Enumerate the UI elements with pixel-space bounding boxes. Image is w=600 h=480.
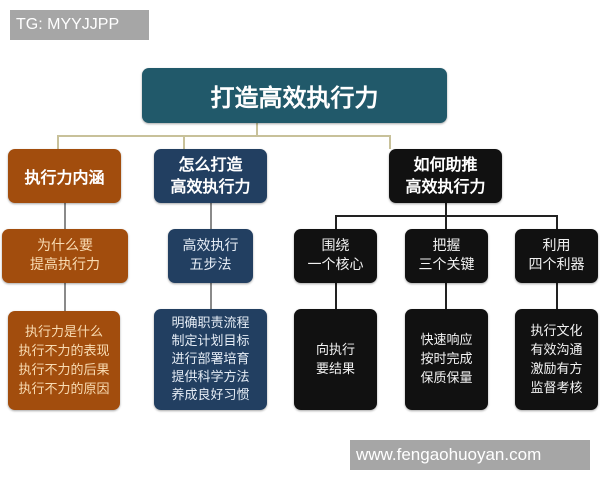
connector-b3-down	[445, 203, 447, 216]
connector-root-down	[256, 123, 258, 136]
branch-2-title-line: 高效执行力	[170, 177, 251, 196]
connector-b3-c1	[335, 215, 337, 229]
branch-1-leaf-line: 执行不力的原因	[18, 381, 110, 397]
connector-b3-c3	[556, 215, 558, 229]
branch-1-sub-box: 为什么要 提高执行力	[2, 229, 128, 283]
watermark-top: TG: MYYJJPP	[10, 10, 149, 40]
root-title: 打造高效执行力	[210, 84, 379, 112]
connector-b2-l2	[210, 203, 212, 229]
branch-2-leaf-line: 进行部署培育	[171, 351, 250, 367]
branch-1-leaf-line: 执行不力的后果	[18, 362, 110, 378]
branch-3-child-1-leaf-box: 向执行 要结果	[294, 309, 377, 410]
b3c1-sub-line: 一个核心	[307, 257, 364, 273]
b3c1-leaf-line: 向执行	[315, 342, 355, 358]
branch-1-sub-line: 为什么要	[37, 238, 93, 254]
connector-branch3-drop	[389, 135, 391, 149]
b3c3-sub-line: 利用	[542, 238, 571, 254]
b3c3-sub-line: 四个利器	[528, 257, 585, 273]
branch-1-leaf-box: 执行力是什么 执行不力的表现 执行不力的后果 执行不力的原因	[8, 311, 120, 410]
b3c1-sub-line: 围绕	[321, 238, 350, 254]
branch-3-child-1-sub-box: 围绕 一个核心	[294, 229, 377, 283]
branch-2-title-box: 怎么打造 高效执行力	[154, 149, 267, 203]
connector-b3-c1-leaf	[335, 283, 337, 311]
branch-3-child-2-leaf-box: 快速响应 按时完成 保质保量	[405, 309, 488, 410]
b3c3-leaf-line: 有效沟通	[530, 342, 583, 358]
branch-2-sub-line: 五步法	[189, 257, 232, 273]
branch-2-leaf-line: 养成良好习惯	[171, 387, 250, 403]
b3c2-sub-line: 把握	[432, 238, 461, 254]
b3c3-leaf-line: 监督考核	[530, 380, 583, 396]
branch-1-title-box: 执行力内涵	[8, 149, 121, 203]
b3c2-leaf-line: 按时完成	[420, 352, 473, 367]
connector-branch2-drop	[183, 135, 185, 149]
connector-b1-l3	[64, 283, 66, 311]
b3c3-leaf-line: 激励有方	[530, 361, 583, 377]
branch-2-sub-line: 高效执行	[182, 238, 239, 254]
connector-b3-c2	[445, 215, 447, 229]
connector-b2-l3	[210, 283, 212, 311]
branch-2-leaf-box: 明确职责流程 制定计划目标 进行部署培育 提供科学方法 养成良好习惯	[154, 309, 267, 410]
root-node: 打造高效执行力	[142, 68, 447, 123]
b3c2-leaf-line: 快速响应	[420, 333, 473, 348]
branch-2-leaf-line: 明确职责流程	[171, 315, 250, 331]
watermark-bottom: www.fengaohuoyan.com	[350, 440, 590, 470]
branch-3-title-line: 高效执行力	[405, 177, 486, 196]
branch-2-title-line: 怎么打造	[178, 155, 243, 174]
connector-b3-c3-leaf	[556, 283, 558, 311]
branch-3-title-box: 如何助推 高效执行力	[389, 149, 502, 203]
branch-3-child-3-leaf-box: 执行文化 有效沟通 激励有方 监督考核	[515, 309, 598, 410]
b3c2-leaf-line: 保质保量	[420, 371, 473, 386]
b3c1-leaf-line: 要结果	[315, 361, 355, 377]
connector-level1-horizontal	[57, 135, 390, 137]
branch-3-child-2-sub-box: 把握 三个关键	[405, 229, 488, 283]
branch-2-leaf-line: 制定计划目标	[171, 333, 250, 349]
branch-3-title-line: 如何助推	[413, 155, 478, 174]
branch-3-child-3-sub-box: 利用 四个利器	[515, 229, 598, 283]
branch-1-leaf-line: 执行力是什么	[24, 324, 103, 340]
branch-1-sub-line: 提高执行力	[30, 257, 100, 273]
connector-b1-l2	[64, 203, 66, 229]
b3c3-leaf-line: 执行文化	[530, 323, 583, 339]
branch-2-leaf-line: 提供科学方法	[171, 369, 250, 385]
branch-2-sub-box: 高效执行 五步法	[168, 229, 253, 283]
connector-branch1-drop	[57, 135, 59, 149]
b3c2-sub-line: 三个关键	[418, 257, 475, 273]
branch-1-leaf-line: 执行不力的表现	[18, 343, 110, 359]
connector-b3-c2-leaf	[445, 283, 447, 311]
branch-1-title: 执行力内涵	[24, 168, 105, 187]
